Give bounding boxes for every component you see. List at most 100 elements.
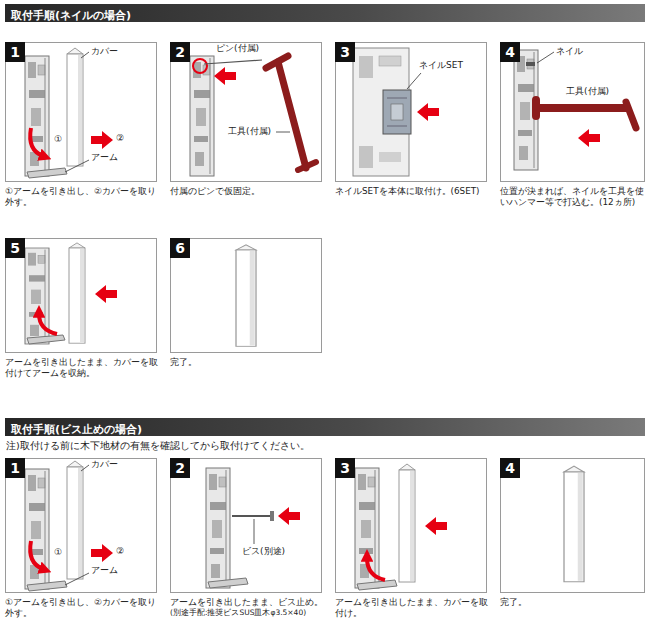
callout-label: アーム — [91, 565, 118, 576]
finished-illustration — [236, 245, 256, 346]
step-panel: ①アームを引き出し、②カバーを取り外す。1 — [5, 458, 157, 593]
section-title: 取付手順(ビス止めの場合) — [11, 423, 142, 436]
step-number-badge: 1 — [5, 458, 25, 478]
pin-fix-illustration — [266, 56, 316, 170]
callout-label: ② — [116, 133, 124, 144]
step-panel: ①アームを引き出し、②カバーを取り外す。1 — [5, 42, 157, 182]
step-number-badge: 3 — [335, 458, 355, 478]
attach-cover-illustration — [425, 517, 447, 535]
step-number: 3 — [340, 42, 350, 62]
caption-block: 完了。 — [170, 357, 328, 368]
attach-cover-illustration — [367, 558, 385, 580]
callout-label: ① — [53, 134, 63, 145]
nail-set-illustration — [391, 104, 403, 120]
nail-set-illustration — [387, 98, 407, 99]
attach-cover-illustration — [399, 464, 415, 582]
step-number: 4 — [505, 458, 515, 478]
caption-block: 位置が決まれば、ネイルを工具を使いハンマー等で打込む。(12ヵ所) — [500, 186, 650, 209]
nail-drive-illustration — [540, 104, 626, 112]
callout-label: 工具(付属) — [566, 86, 609, 97]
pin-fix-illustration — [298, 162, 316, 170]
caption-block: アームを引き出したまま、カバーを取付け。 — [335, 597, 493, 620]
step-number-badge: 4 — [500, 458, 520, 478]
nail-set-illustration — [417, 103, 439, 121]
caption-block: ①アームを引き出し、②カバーを取り外す。 — [5, 186, 163, 209]
screw-fix-illustration — [232, 515, 270, 517]
nail-drive-illustration — [578, 129, 600, 147]
step-number-badge: 5 — [5, 238, 25, 258]
screw-fix-illustration — [278, 507, 300, 525]
step-panel: 位置が決まれば、ネイルを工具を使いハンマー等で打込む。(12ヵ所)4 — [500, 42, 645, 182]
pin-fix-illustration — [193, 59, 207, 73]
step-number: 6 — [175, 238, 185, 258]
section-title: 取付手順(ネイルの場合) — [11, 9, 131, 22]
nail-set-illustration — [387, 126, 407, 127]
attach-cover-illustration — [39, 314, 57, 334]
callout-label: ピン(付属) — [216, 43, 259, 54]
nail-set-illustration — [379, 56, 401, 66]
attach-cover-illustration — [357, 580, 397, 590]
section-header: 取付手順(ビス止めの場合) — [5, 418, 645, 436]
nail-drive-illustration — [526, 62, 535, 66]
pin-fix-illustration — [190, 56, 214, 176]
callout-label: アーム — [91, 152, 118, 163]
step-number: 1 — [10, 42, 20, 62]
step-caption: 完了。 — [500, 597, 650, 608]
note-text: 注)取付ける前に木下地材の有無を確認してから取付けてください。 — [6, 440, 310, 452]
step-caption: アームを引き出したまま、カバーを取付けてアームを収納。 — [5, 357, 163, 380]
screw-fix-illustration — [270, 511, 274, 521]
pin-fix-illustration — [214, 67, 236, 85]
nail-drive-illustration — [537, 52, 554, 63]
finished-illustration — [236, 245, 256, 346]
nail-set-illustration — [379, 152, 401, 162]
step-caption: 完了。 — [170, 357, 328, 368]
nail-drive-illustration — [532, 100, 540, 116]
attach-cover-illustration — [95, 285, 117, 303]
pin-fix-illustration — [204, 60, 262, 64]
nail-drive-illustration — [514, 50, 538, 170]
step-caption: アームを引き出したまま、ビス止め。 — [170, 597, 328, 608]
step-panel: アームを引き出したまま、ビス止め。(別途手配:推奨ビスSUS皿木φ3.5×40)… — [170, 458, 322, 593]
screw-fix-illustration — [206, 468, 230, 588]
attach-cover-illustration — [355, 464, 447, 590]
step-panel: アームを引き出したまま、カバーを取付けてアームを収納。5 — [5, 238, 157, 353]
callout-label: ネイルSET — [419, 60, 463, 71]
step-caption: ネイルSETを本体に取付け。(6SET) — [335, 186, 493, 197]
callout-label: カバー — [91, 46, 118, 57]
step-number-badge: 4 — [500, 42, 520, 62]
screw-fix-illustration — [208, 578, 248, 588]
caption-block: 完了。 — [500, 597, 650, 608]
nail-set-illustration — [353, 48, 409, 176]
step-number-badge: 2 — [170, 42, 190, 62]
step-caption: 位置が決まれば、ネイルを工具を使いハンマー等で打込む。(12ヵ所) — [500, 186, 650, 209]
caption-block: アームを引き出したまま、ビス止め。(別途手配:推奨ビスSUS皿木φ3.5×40) — [170, 597, 328, 618]
step-panel: 完了。4 — [500, 458, 645, 593]
callout-label: ネイル — [556, 46, 583, 57]
step-number: 4 — [505, 42, 515, 62]
callout-label: ビス(別途) — [242, 546, 285, 557]
step-caption: 付属のピンで仮固定。 — [170, 186, 328, 197]
step-number: 2 — [175, 42, 185, 62]
pin-fix-illustration — [190, 56, 316, 176]
pin-fix-illustration — [278, 62, 306, 168]
step-number-badge: 2 — [170, 458, 190, 478]
step-note: (別途手配:推奨ビスSUS皿木φ3.5×40) — [170, 608, 328, 618]
step-caption: ①アームを引き出し、②カバーを取り外す。 — [5, 186, 163, 209]
nail-set-illustration — [359, 56, 373, 78]
caption-block: ネイルSETを本体に取付け。(6SET) — [335, 186, 493, 197]
caption-block: 付属のピンで仮固定。 — [170, 186, 328, 197]
nail-set-illustration — [359, 146, 373, 168]
nail-drive-illustration — [536, 100, 636, 128]
step-panel: 付属のピンで仮固定。2 — [170, 42, 322, 182]
callout-label: ② — [116, 546, 124, 557]
step-panel: ネイルSETを本体に取付け。(6SET)3 — [335, 42, 487, 182]
step-panel: アームを引き出したまま、カバーを取付け。3 — [335, 458, 487, 593]
section-header: 取付手順(ネイルの場合) — [5, 4, 645, 22]
nail-drive-illustration — [626, 102, 636, 128]
nail-set-illustration — [407, 73, 421, 89]
step-number-badge: 1 — [5, 42, 25, 62]
step-number: 1 — [10, 458, 20, 478]
callout-label: カバー — [91, 459, 118, 470]
